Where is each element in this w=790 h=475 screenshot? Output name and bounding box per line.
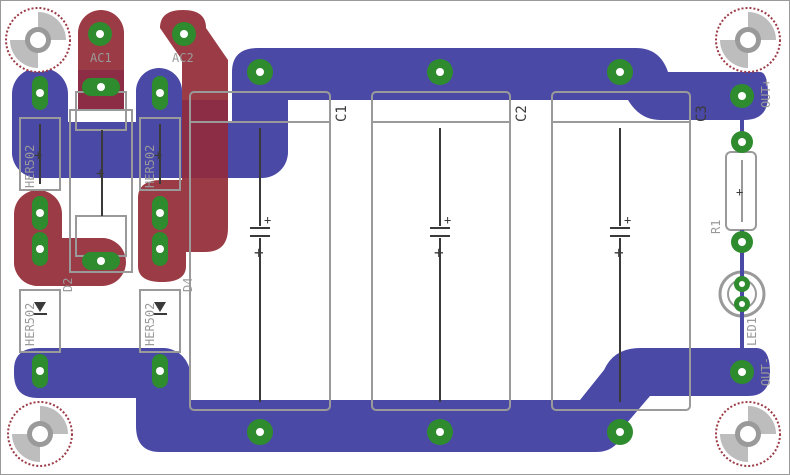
label-out-neg: OUT-	[759, 357, 773, 386]
upper-mid-rail	[136, 68, 182, 178]
pad-d6-top[interactable]	[152, 232, 168, 266]
r1-plus: +	[736, 185, 743, 199]
d5-outline	[19, 289, 61, 353]
overlap-ac2-positive	[182, 100, 228, 178]
label-d5: HER502	[23, 303, 37, 346]
pad-c2-top[interactable]	[427, 59, 453, 85]
label-c1: C1	[334, 105, 350, 122]
d3-outline	[139, 117, 181, 191]
c3-plus: +	[624, 213, 631, 227]
bridge-outline	[69, 109, 133, 273]
pad-r1-bottom[interactable]	[731, 231, 753, 253]
d1-plus: +	[34, 148, 42, 164]
mounting-holes	[5, 7, 781, 467]
label-d1: HER502	[23, 145, 37, 188]
label-r1: R1	[709, 220, 723, 234]
label-d3: HER502	[143, 145, 157, 188]
pad-bridge-bottom[interactable]	[82, 252, 120, 270]
d1-outline	[19, 117, 61, 191]
label-d4: D4	[181, 278, 195, 292]
labels: AC1 AC2 C1 C2 C3 R1 LED1 HER502 HER502 D…	[23, 51, 773, 386]
d6-outline	[139, 289, 181, 353]
c1-plus-large: +	[254, 243, 264, 262]
pad-d1-top[interactable]	[32, 76, 48, 110]
bridge-plus: +	[96, 166, 104, 182]
pad-ac2[interactable]	[172, 22, 196, 46]
label-led1: LED1	[745, 317, 759, 346]
c2-plus: +	[444, 213, 451, 227]
mount-hole-bottom-right-icon	[715, 401, 781, 467]
pad-led-a[interactable]	[734, 276, 750, 292]
label-ac1: AC1	[90, 51, 112, 65]
d3-plus: +	[154, 148, 162, 164]
left-rail-top	[12, 68, 68, 178]
pad-c1-top[interactable]	[247, 59, 273, 85]
pad-c3-bottom[interactable]	[607, 419, 633, 445]
capacitor-symbols	[39, 124, 743, 402]
c1-plus: +	[264, 213, 271, 227]
d5-diode-icon	[34, 302, 46, 312]
mount-hole-top-left-icon	[5, 7, 71, 73]
c3-plus-large: +	[614, 243, 624, 262]
pad-c1-bottom[interactable]	[247, 419, 273, 445]
d6-diode-icon	[154, 302, 166, 312]
mount-hole-top-right-icon	[715, 7, 781, 73]
pad-d3-bottom[interactable]	[152, 196, 168, 230]
pad-ac1[interactable]	[88, 22, 112, 46]
pad-d3-top[interactable]	[152, 76, 168, 110]
d6-diode-bar	[153, 313, 167, 315]
positive-rail	[232, 48, 768, 120]
label-d2: D2	[61, 278, 75, 292]
pad-d5-bottom[interactable]	[32, 354, 48, 388]
d5-diode-bar	[33, 313, 47, 315]
pad-out-pos[interactable]	[730, 84, 754, 108]
pad-c3-top[interactable]	[607, 59, 633, 85]
c2-plus-large: +	[434, 243, 444, 262]
pad-d1-bottom[interactable]	[32, 196, 48, 230]
pad-bridge-top[interactable]	[82, 78, 120, 96]
pad-out-neg[interactable]	[730, 360, 754, 384]
label-c2: C2	[514, 105, 530, 122]
pad-d6-bottom[interactable]	[152, 354, 168, 388]
label-c3: C3	[694, 105, 710, 122]
label-out-pos: OUT+	[759, 79, 773, 108]
label-d6: HER502	[143, 303, 157, 346]
mount-hole-bottom-left-icon	[7, 401, 73, 467]
pads	[32, 22, 754, 445]
pad-c2-bottom[interactable]	[427, 419, 453, 445]
pad-led-k[interactable]	[734, 296, 750, 312]
negative-rail	[14, 348, 770, 452]
c1-outline	[189, 91, 331, 411]
top-copper-layer	[12, 48, 770, 452]
pad-r1-top[interactable]	[731, 131, 753, 153]
label-ac2: AC2	[172, 51, 194, 65]
c3-outline	[551, 91, 691, 411]
pad-d5-top[interactable]	[32, 232, 48, 266]
c2-outline	[371, 91, 511, 411]
diode-glyphs	[33, 302, 167, 315]
